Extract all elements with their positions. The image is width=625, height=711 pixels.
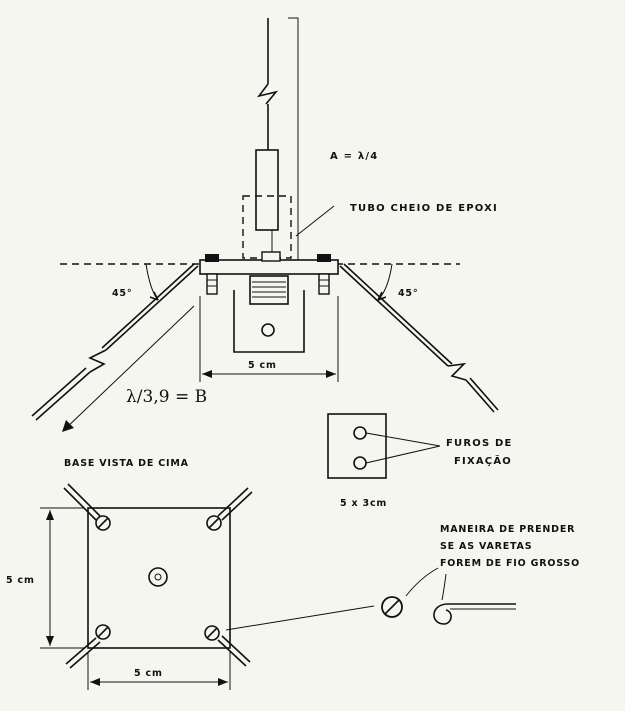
- screw-detail-leader: [225, 605, 375, 631]
- left-angle-arc: [145, 263, 159, 301]
- radial-length-arrow: [62, 420, 74, 432]
- left-angle-label: 45°: [112, 288, 132, 299]
- top-corner-screw-bl: [65, 624, 111, 669]
- top-height-arrow-top: [46, 510, 54, 520]
- top-width-label: 5 cm: [134, 668, 163, 679]
- fixing-leader-hook: [441, 573, 447, 601]
- top-base-plate: [87, 507, 231, 649]
- mounting-hole: [261, 323, 275, 337]
- fixing-leader-screw: [405, 567, 439, 597]
- whip-break-symbol: [257, 83, 279, 105]
- top-view-title: BASE VISTA DE CIMA: [64, 458, 189, 469]
- right-bolt: [317, 254, 331, 295]
- connector-body: [249, 275, 289, 305]
- quarter-wave-label: A = λ/4: [330, 151, 378, 162]
- fixing-note-line3: FOREM DE FIO GROSSO: [440, 558, 580, 569]
- radial-length-label: λ/3,9 = B: [126, 387, 207, 407]
- hole-leader-bottom: [365, 445, 441, 464]
- base-plate: [199, 259, 339, 275]
- detail-screw-slot: [384, 599, 400, 615]
- fixing-detail: MANEIRA DE PRENDER SE AS VARETAS FOREM D…: [381, 524, 580, 625]
- left-bolt: [205, 254, 219, 295]
- plate-size-label: 5 x 3cm: [340, 498, 387, 509]
- top-corner-screw-tr: [206, 487, 253, 531]
- fixing-note-line2: SE AS VARETAS: [440, 541, 532, 552]
- top-center-hole: [154, 573, 162, 581]
- connector-threads: [252, 281, 286, 298]
- left-angle-arrow: [149, 291, 159, 301]
- fixing-note-line1: MANEIRA DE PRENDER: [440, 524, 575, 535]
- radiator-sleeve: [255, 149, 279, 231]
- right-angle-arrow: [377, 291, 387, 301]
- top-corner-screw-br: [204, 625, 251, 667]
- connector-top: [261, 251, 281, 262]
- top-corner-screw-tl: [63, 483, 111, 531]
- right-angle-label: 45°: [398, 288, 418, 299]
- mounting-plate: [233, 290, 305, 353]
- left-radial: [31, 263, 199, 421]
- side-view: A = λ/4 TUBO CHEIO DE EPOXI: [31, 17, 513, 509]
- epoxy-tube-leader: [295, 205, 335, 237]
- top-center-ring: [148, 567, 168, 587]
- top-height-arrow-bottom: [46, 636, 54, 646]
- top-width-arrow-left: [90, 678, 100, 686]
- quarter-wave-dimension: [288, 17, 299, 262]
- holes-label-line2: FIXAÇÃO: [454, 454, 512, 467]
- base-width-arrow-left: [202, 370, 212, 378]
- right-radial: [339, 263, 499, 413]
- top-width-arrow-right: [218, 678, 228, 686]
- radial-length-dimension: [63, 305, 195, 431]
- epoxy-tube-label: TUBO CHEIO DE EPOXI: [350, 203, 498, 214]
- holes-label-line1: FUROS DE: [446, 438, 513, 449]
- base-width-arrow-right: [326, 370, 336, 378]
- top-view: BASE VISTA DE CIMA: [6, 458, 375, 690]
- wire-hook-outer: [433, 603, 516, 625]
- base-width-label: 5 cm: [248, 360, 277, 371]
- top-height-label: 5 cm: [6, 575, 35, 586]
- hole-leader-top: [365, 432, 441, 447]
